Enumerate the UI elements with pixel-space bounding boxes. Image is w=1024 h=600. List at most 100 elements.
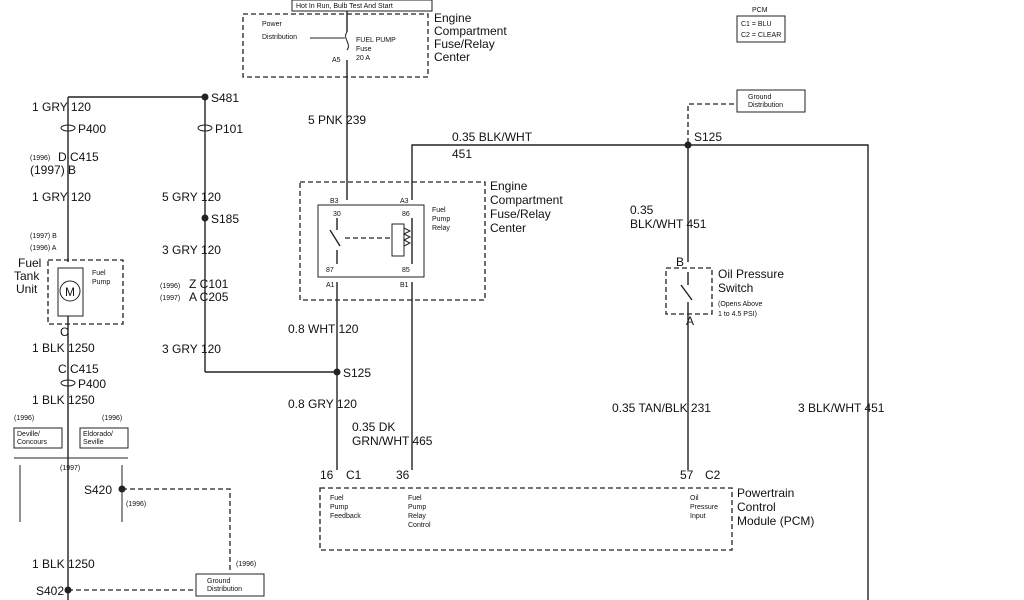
top-banner-box xyxy=(291,0,433,12)
blk1c-label: 1 BLK 1250 xyxy=(32,557,95,571)
fuel-a-label: (1996) A xyxy=(30,245,57,252)
variant-1996b: (1996) xyxy=(102,415,122,422)
fuel-pump-housing xyxy=(57,267,84,317)
c415b-label: C C415 xyxy=(58,362,99,376)
blk-wht-main-wire xyxy=(411,144,869,600)
gry1-label: 1 GRY 120 xyxy=(32,100,91,114)
relay-resistor xyxy=(402,227,412,247)
s185-label: S185 xyxy=(211,212,239,226)
s420-ground-link xyxy=(122,488,231,570)
variant-1996c: (1996) xyxy=(126,501,146,508)
p101-label: P101 xyxy=(215,122,243,136)
variant-1996d: (1996) xyxy=(236,561,256,568)
relay-coil xyxy=(391,223,405,257)
gry2-label: 1 GRY 120 xyxy=(32,190,91,204)
s481-label: S481 xyxy=(211,91,239,105)
fuel-tank-unit-box xyxy=(47,259,124,325)
blk1b-label: 1 BLK 1250 xyxy=(32,393,95,407)
eldorado-label: Eldorado/Seville xyxy=(83,431,113,446)
fuse-type: Fuse xyxy=(356,46,372,53)
fuse-box-outline xyxy=(242,13,429,78)
s402-label: S402 xyxy=(36,584,64,598)
fuel-b-label: (1997) B xyxy=(30,233,57,240)
oil-switch-box xyxy=(665,267,713,315)
deville-label: Deville/Concours xyxy=(17,431,47,446)
fuse-pin: A5 xyxy=(332,57,341,64)
ground-dist-box-top xyxy=(736,89,806,113)
pcm-legend-c1: C1 = BLU xyxy=(741,21,772,28)
s420-label: S420 xyxy=(84,483,112,497)
c415a-year2: (1997) B xyxy=(30,163,76,177)
relay-pin-85: 85 xyxy=(402,267,410,274)
relay-pin-b3: B3 xyxy=(330,198,339,205)
s125-label: S125 xyxy=(343,366,371,380)
c205-label: A C205 xyxy=(189,290,229,304)
relay-pin-30: 30 xyxy=(333,211,341,218)
oil-switch-pin-b: B xyxy=(676,255,684,269)
c415a-label: D C415 xyxy=(58,150,99,164)
top-banner: Hot In Run, Bulb Test And Start xyxy=(296,3,393,10)
tanblk-label: 0.35 TAN/BLK 231 xyxy=(612,401,711,415)
blk1a-label: 1 BLK 1250 xyxy=(32,341,95,355)
fuse-symbol xyxy=(345,31,349,51)
s185-splice xyxy=(201,214,209,222)
relay-pin-a1: A1 xyxy=(326,282,335,289)
pcm-legend-box xyxy=(736,15,786,43)
c101-label: Z C101 xyxy=(189,277,229,291)
pcm-pin-16: 16 xyxy=(320,468,334,482)
p400b-connector xyxy=(60,379,76,387)
gry3a-label: 3 GRY 120 xyxy=(162,243,221,257)
c205-year: (1997) xyxy=(160,295,180,302)
oil-switch-pin-a: A xyxy=(686,314,694,328)
relay-pin-86: 86 xyxy=(402,211,410,218)
ground-dist-box-bottom xyxy=(195,573,265,597)
deville-box xyxy=(13,427,63,449)
p400a-connector xyxy=(60,124,76,132)
relay-pin-b1: B1 xyxy=(400,282,409,289)
motor-label: M xyxy=(65,285,75,299)
blkwht-top-label: 0.35 BLK/WHT xyxy=(452,130,533,144)
pcm-legend-c2: C2 = CLEAR xyxy=(741,32,781,39)
gry08-label: 0.8 GRY 120 xyxy=(288,397,357,411)
variant-1996a: (1996) xyxy=(14,415,34,422)
wht08-label: 0.8 WHT 120 xyxy=(288,322,359,336)
blkwht-top-num: 451 xyxy=(452,147,472,161)
pcm-pin-57: 57 xyxy=(680,468,694,482)
oil-switch-arm xyxy=(680,284,693,301)
ground-dist-link-top xyxy=(687,103,735,143)
fuse-name: FUEL PUMP xyxy=(356,37,396,44)
pcm-c1: C1 xyxy=(346,468,362,482)
relay-pin-a3: A3 xyxy=(400,198,409,205)
relay-contact-arm xyxy=(329,229,341,247)
relay-box xyxy=(317,204,425,278)
pcm-pin-36: 36 xyxy=(396,468,410,482)
variant-1997: (1997) xyxy=(60,465,80,472)
p400a-label: P400 xyxy=(78,122,106,136)
pcm-box xyxy=(319,487,733,551)
fuel-pin-c: C xyxy=(60,325,69,339)
relay-pin-87: 87 xyxy=(326,267,334,274)
gry5-label: 5 GRY 120 xyxy=(162,190,221,204)
s125-top-label: S125 xyxy=(694,130,722,144)
blkwht3-label: 3 BLK/WHT 451 xyxy=(798,401,885,415)
pcm-c2: C2 xyxy=(705,468,721,482)
fuse-rating: 20 A xyxy=(356,55,370,62)
pcm-legend-title: PCM xyxy=(752,7,768,14)
fuel-pump-motor-icon xyxy=(59,280,81,302)
